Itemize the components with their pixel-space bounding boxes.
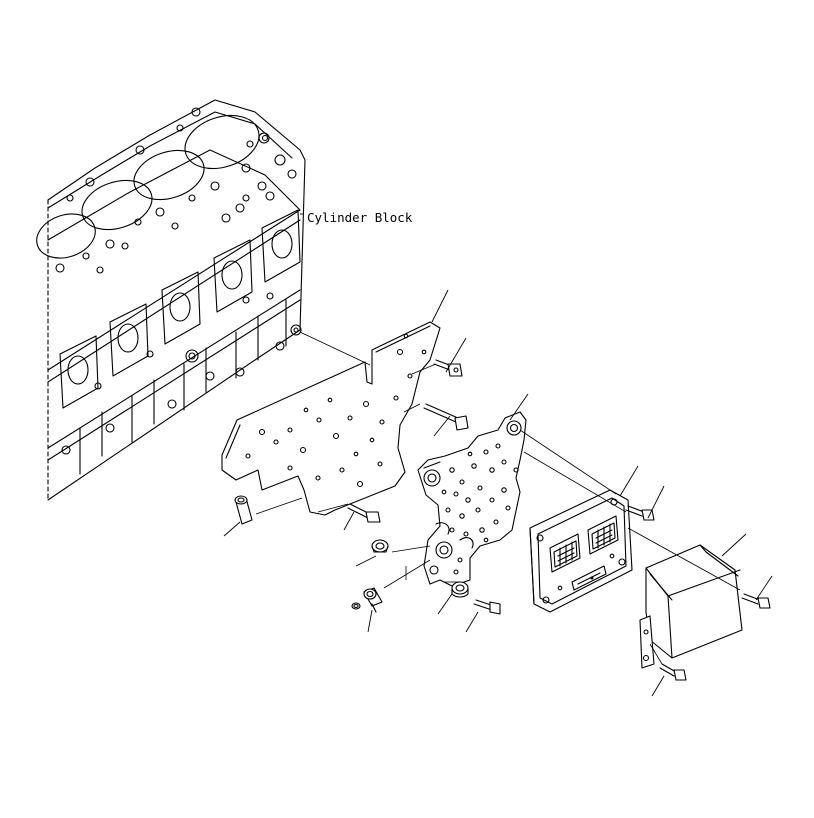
cylinder-block-label: Cylinder Block xyxy=(307,210,413,225)
o-ring xyxy=(352,603,360,609)
leader-lines xyxy=(224,290,772,696)
block-side-bosses xyxy=(60,210,300,474)
bolt xyxy=(742,594,770,608)
spacer xyxy=(235,496,252,524)
mounting-plate-holes xyxy=(246,334,426,486)
plug xyxy=(372,540,388,552)
assembly-lines xyxy=(256,364,740,664)
bolt xyxy=(660,664,686,680)
block-side-bolts xyxy=(62,182,301,454)
grommet xyxy=(452,582,468,597)
mounting-plate xyxy=(222,322,440,515)
bolt xyxy=(626,506,654,520)
bolt xyxy=(348,504,380,522)
ecm-connector-right xyxy=(588,516,618,554)
engine-control-module xyxy=(530,490,632,612)
deck-holes xyxy=(56,108,296,273)
bolt xyxy=(434,360,462,376)
bolt xyxy=(474,600,500,614)
adapter-plate xyxy=(418,412,526,586)
adapter-plate-holes xyxy=(442,444,518,574)
ecm-connector-left xyxy=(550,534,580,572)
bolt xyxy=(424,404,468,430)
fitting xyxy=(364,588,382,612)
ecm-cover xyxy=(640,545,742,668)
cylinder-block xyxy=(31,100,305,500)
